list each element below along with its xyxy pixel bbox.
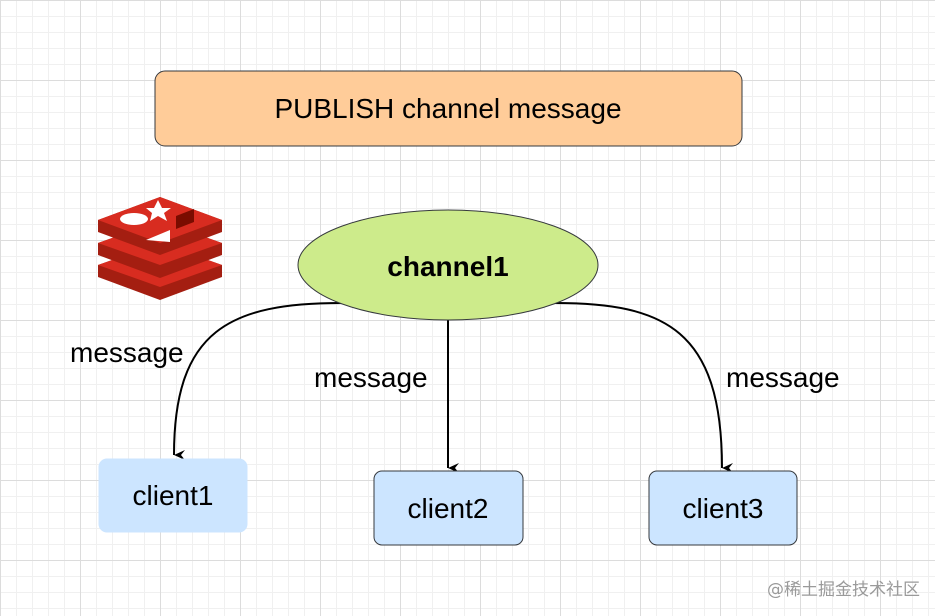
edge-label-client1: message <box>70 337 184 368</box>
client-node-2: client2 <box>373 470 524 546</box>
client-node-1: client1 <box>98 458 248 533</box>
edge-to-client3 <box>554 302 734 473</box>
edge-label-client2: message <box>314 362 428 393</box>
client-label-1: client1 <box>133 480 214 511</box>
redis-logo-icon <box>98 197 222 300</box>
edge-label-client3: message <box>726 362 840 393</box>
publish-command-box: PUBLISH channel message <box>154 70 743 147</box>
channel-node: channel1 <box>297 209 599 321</box>
client-node-3: client3 <box>648 470 798 546</box>
channel-label: channel1 <box>387 251 508 282</box>
edge-to-client1 <box>173 302 343 461</box>
client-label-2: client2 <box>408 493 489 524</box>
watermark-text: @稀土掘金技术社区 <box>767 580 920 600</box>
publish-command-label: PUBLISH channel message <box>274 93 621 124</box>
client-label-3: client3 <box>683 493 764 524</box>
